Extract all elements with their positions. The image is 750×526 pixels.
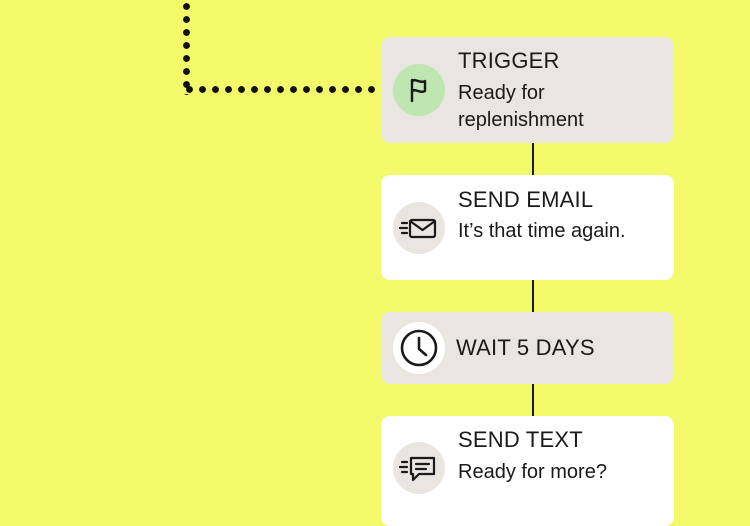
step-subtitle: replenishment xyxy=(458,109,584,131)
flag-icon xyxy=(393,64,445,116)
email-send-icon xyxy=(393,202,445,254)
step-subtitle: It’s that time again. xyxy=(458,220,626,242)
connector-line xyxy=(532,384,534,416)
wait-step-card[interactable]: WAIT 5 DAYS xyxy=(381,312,674,384)
connector-line xyxy=(532,280,534,312)
connector-line xyxy=(532,143,534,175)
text-message-icon xyxy=(393,442,445,494)
dotted-connector-horizontal xyxy=(183,86,383,93)
step-subtitle: Ready for more? xyxy=(458,461,607,483)
step-title: TRIGGER xyxy=(458,48,560,73)
dotted-connector-vertical xyxy=(183,0,190,95)
send-text-step-card[interactable]: SEND TEXT Ready for more? xyxy=(381,416,674,526)
step-title: WAIT 5 DAYS xyxy=(456,335,595,360)
step-title: SEND EMAIL xyxy=(458,187,594,212)
send-email-step-card[interactable]: SEND EMAIL It’s that time again. xyxy=(381,175,674,280)
step-subtitle: Ready for xyxy=(458,82,545,104)
trigger-step-card[interactable]: TRIGGER Ready for replenishment xyxy=(381,37,674,143)
step-title: SEND TEXT xyxy=(458,427,583,452)
clock-icon xyxy=(393,322,445,374)
